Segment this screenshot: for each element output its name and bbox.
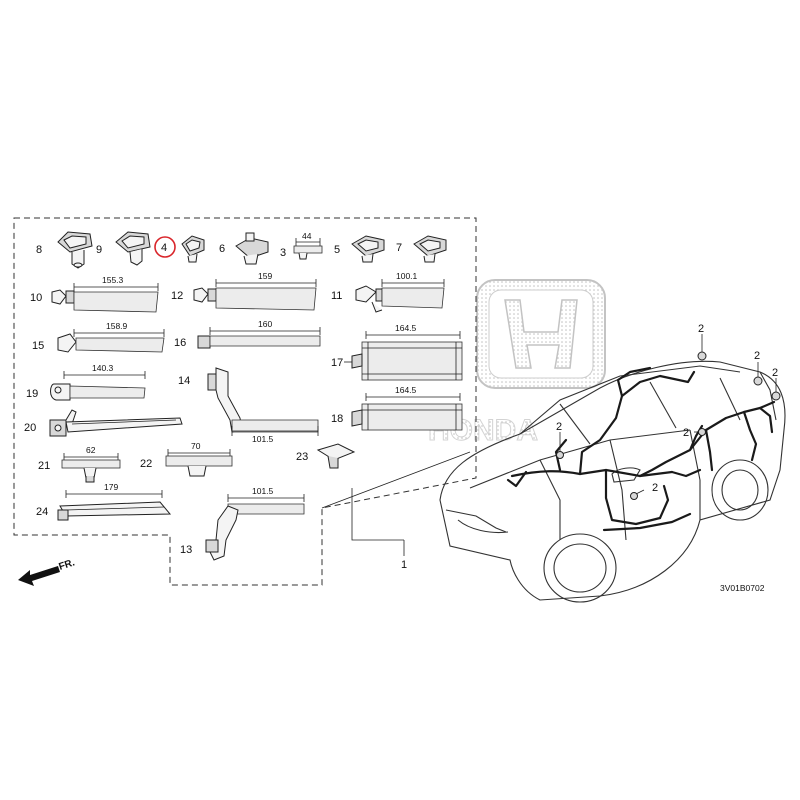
dim-100-1: 100.1 xyxy=(396,271,418,281)
callout-15: 15 xyxy=(32,340,44,352)
dim-62: 62 xyxy=(86,445,96,455)
clip-part-3: 44 xyxy=(293,231,323,260)
direction-label: FR. xyxy=(58,557,77,573)
dim-140-3: 140.3 xyxy=(92,363,114,373)
cable-tie-part-20 xyxy=(49,409,183,437)
callout-12: 12 xyxy=(171,290,183,302)
callout-24: 24 xyxy=(36,506,48,518)
dim-164-5-b: 164.5 xyxy=(395,385,417,395)
leader-lines xyxy=(321,451,471,556)
callout-4: 4 xyxy=(161,242,167,254)
dim-158-9: 158.9 xyxy=(106,321,128,331)
front-direction-arrow: FR. xyxy=(18,557,76,586)
tape-band-part-15: 158.9 xyxy=(57,321,165,353)
clip-part-6 xyxy=(235,232,269,265)
dim-160: 160 xyxy=(258,319,272,329)
drawing-code: 3V01B0702 xyxy=(720,583,765,593)
clip-part-22: 70 xyxy=(165,441,233,477)
callout-21: 21 xyxy=(38,460,50,472)
clip-part-21: 62 xyxy=(61,445,121,483)
tape-band-part-16: 160 xyxy=(197,319,321,349)
callout-2-f: 2 xyxy=(652,482,658,494)
callout-2-a: 2 xyxy=(698,323,704,335)
clip-part-4 xyxy=(181,235,205,263)
bracket-part-14: 101.5 xyxy=(207,367,319,444)
callout-5: 5 xyxy=(334,244,340,256)
vehicle-outline xyxy=(439,360,786,603)
clip-part-5 xyxy=(351,235,385,263)
tape-band-part-10: 155.3 xyxy=(51,275,159,313)
callout-2-e: 2 xyxy=(683,427,689,439)
dim-159: 159 xyxy=(258,271,272,281)
cable-tie-part-24: 179 xyxy=(57,482,172,521)
dim-70: 70 xyxy=(191,441,201,451)
dim-44: 44 xyxy=(302,231,312,241)
tape-band-part-12: 159 xyxy=(193,271,317,311)
callout-23: 23 xyxy=(296,451,308,463)
callout-3: 3 xyxy=(280,247,286,259)
wire-harness xyxy=(506,366,776,532)
callout-11: 11 xyxy=(331,290,342,302)
clip-part-8 xyxy=(57,231,93,269)
tape-band-part-18: 164.5 xyxy=(351,385,463,431)
callout-7: 7 xyxy=(396,242,402,254)
clip-part-9 xyxy=(115,231,151,266)
callout-19: 19 xyxy=(26,388,38,400)
clip-part-7 xyxy=(413,235,447,263)
parts-panel-outline xyxy=(13,217,477,586)
callout-17: 17 xyxy=(331,357,343,369)
highlight-circle xyxy=(154,236,176,258)
callout-14: 14 xyxy=(178,375,190,387)
callout-13: 13 xyxy=(180,544,192,556)
dim-179: 179 xyxy=(104,482,118,492)
tape-band-part-11: 100.1 xyxy=(355,271,445,313)
dim-164-5: 164.5 xyxy=(395,323,417,333)
tape-band-part-19: 140.3 xyxy=(50,363,146,401)
callout-6: 6 xyxy=(219,243,225,255)
clip-callouts-2: 2 2 2 2 2 2 xyxy=(556,323,781,500)
callout-8: 8 xyxy=(36,244,42,256)
callout-10: 10 xyxy=(30,292,42,304)
callout-2-b: 2 xyxy=(754,350,760,362)
clip-part-23 xyxy=(316,443,356,469)
callout-2-c: 2 xyxy=(772,367,778,379)
callout-16: 16 xyxy=(174,337,186,349)
tape-band-part-17: 164.5 xyxy=(344,323,463,381)
callout-20: 20 xyxy=(24,422,36,434)
callout-1: 1 xyxy=(401,559,407,571)
callout-9: 9 xyxy=(96,244,102,256)
callout-18: 18 xyxy=(331,413,343,425)
dim-155-3: 155.3 xyxy=(102,275,124,285)
callout-22: 22 xyxy=(140,458,152,470)
bracket-part-13: 101.5 xyxy=(205,486,305,561)
dim-101-5-b: 101.5 xyxy=(252,486,274,496)
dim-101-5-a: 101.5 xyxy=(252,434,274,444)
callout-2-d: 2 xyxy=(556,421,562,433)
